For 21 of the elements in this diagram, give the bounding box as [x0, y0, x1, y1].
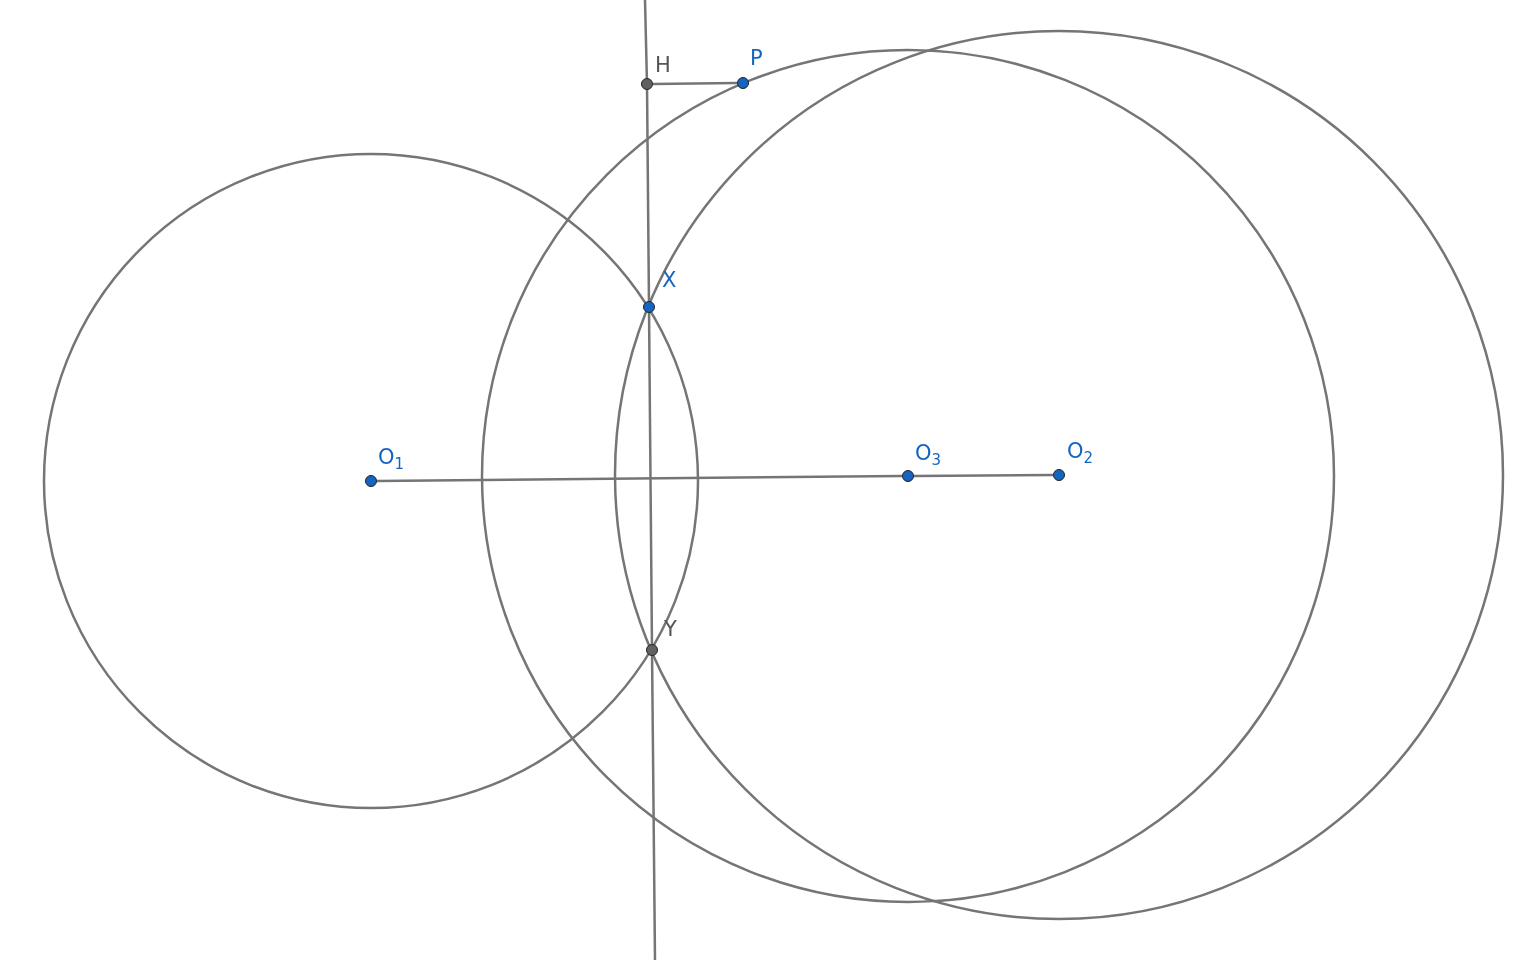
point-marker: [641, 78, 653, 90]
point-label: H: [655, 55, 671, 76]
point-marker: [643, 301, 655, 313]
point-label: O$_{3}$: [915, 443, 942, 469]
point-label: O$_{1}$: [378, 447, 405, 473]
line-segment: [645, 90, 651, 301]
point-marker: [646, 644, 658, 656]
line-segment: [914, 473, 1053, 478]
line-segment: [653, 81, 737, 86]
point-label: Y: [664, 619, 677, 640]
point-marker: [365, 475, 377, 487]
point-label: P: [750, 48, 763, 69]
point-marker: [902, 470, 914, 482]
line-segment: [647, 313, 654, 644]
line-segment: [643, 0, 649, 79]
point-label: O$_{2}$: [1067, 441, 1094, 467]
line-segment: [377, 474, 902, 483]
point-marker: [737, 77, 749, 89]
point-marker: [1053, 469, 1065, 481]
line-segment: [650, 656, 657, 960]
point-label: X: [662, 270, 677, 291]
